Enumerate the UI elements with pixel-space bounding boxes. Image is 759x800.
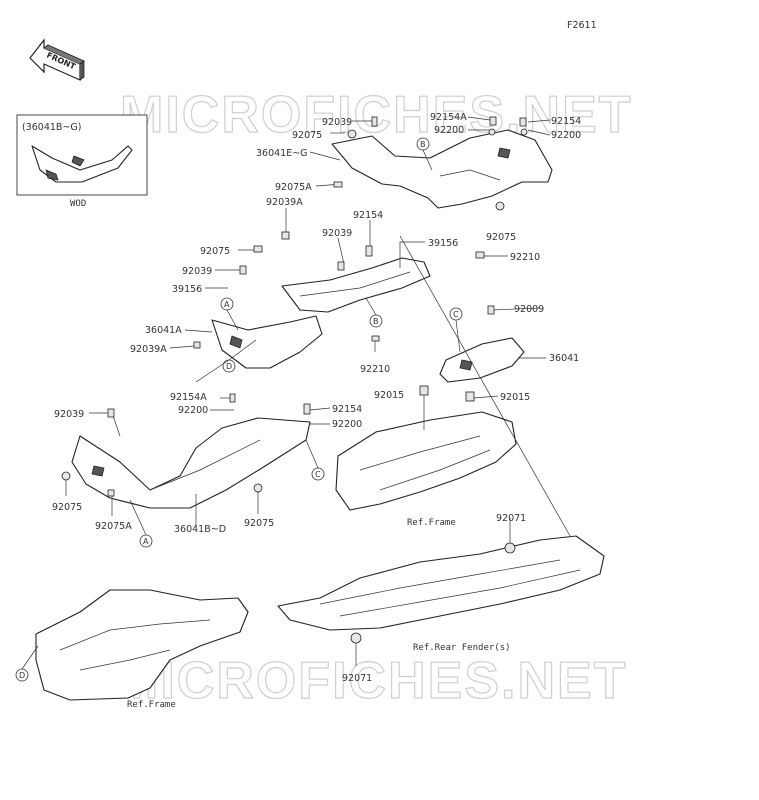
seat-cowl-upper <box>331 129 553 209</box>
part-label: 36041E~G <box>256 148 308 159</box>
part-label: 92039 <box>182 266 212 277</box>
frame-upper <box>335 411 517 511</box>
watermark-top: MICROFICHES.NET <box>120 86 632 144</box>
part-label: 92075 <box>486 232 516 243</box>
part-label: 92154A <box>170 392 207 403</box>
tail-bracket <box>281 257 431 313</box>
part-label: 92075 <box>292 130 322 141</box>
callout-letter: D <box>226 362 232 371</box>
callout-letter: C <box>315 470 321 479</box>
frame-lower <box>35 589 249 701</box>
watermark-bottom: MICROFICHES.NET <box>115 652 627 710</box>
part-label: 92200 <box>178 405 208 416</box>
hardware-glyphs <box>61 116 528 644</box>
part-label: 92210 <box>510 252 540 263</box>
part-label: 92075A <box>95 521 132 532</box>
part-label: 92039A <box>130 344 167 355</box>
callout-letter: A <box>143 537 149 546</box>
part-label: 92210 <box>360 364 390 375</box>
front-arrow-icon: FRONT <box>29 38 85 81</box>
part-label: 36041 <box>549 353 579 364</box>
part-labels: 92039 92075 36041E~G 92075A 92039A 92154… <box>52 112 581 684</box>
callout-letter: D <box>19 671 25 680</box>
part-label: 92039 <box>322 117 352 128</box>
ref-rear-fender-label: Ref.Rear Fender(s) <box>413 643 511 653</box>
ref-frame-upper-label: Ref.Frame <box>407 518 456 528</box>
part-label: 92009 <box>514 304 544 315</box>
side-cover-right <box>439 337 525 383</box>
part-label: 92015 <box>374 390 404 401</box>
side-cover-left <box>211 315 323 369</box>
callout-letter: B <box>420 140 426 149</box>
part-label: 92154A <box>430 112 467 123</box>
part-label: 92200 <box>551 130 581 141</box>
figure-id: F2611 <box>567 20 597 31</box>
part-label: 92075 <box>52 502 82 513</box>
callout-letter: B <box>373 317 379 326</box>
inset-title: (36041B~G) <box>22 122 81 133</box>
callout-letter: A <box>224 300 230 309</box>
part-label: 39156 <box>172 284 202 295</box>
part-label: 92075 <box>200 246 230 257</box>
callouts: A A B B C C D D <box>15 137 463 682</box>
part-label: 92039A <box>266 197 303 208</box>
part-label: 39156 <box>428 238 458 249</box>
callout-letter: C <box>453 310 459 319</box>
part-label: 92154 <box>353 210 383 221</box>
leader-lines <box>65 116 571 666</box>
inset-caption: WOD <box>70 199 86 209</box>
part-label: 92039 <box>322 228 352 239</box>
part-label: 92200 <box>332 419 362 430</box>
part-label: 92039 <box>54 409 84 420</box>
ref-frame-lower-label: Ref.Frame <box>127 700 176 710</box>
part-label: 36041B~D <box>174 524 226 535</box>
part-label: 92154 <box>551 116 581 127</box>
rear-fender <box>277 535 605 631</box>
part-label: 92154 <box>332 404 362 415</box>
part-label: 92075A <box>275 182 312 193</box>
inset-box: (36041B~G) WOD <box>16 114 148 209</box>
callout-leaders <box>21 149 461 670</box>
part-label: 92015 <box>500 392 530 403</box>
part-label: 92071 <box>342 673 372 684</box>
part-label: 92075 <box>244 518 274 529</box>
part-label: 36041A <box>145 325 182 336</box>
part-label: 92071 <box>496 513 526 524</box>
part-label: 92200 <box>434 125 464 136</box>
